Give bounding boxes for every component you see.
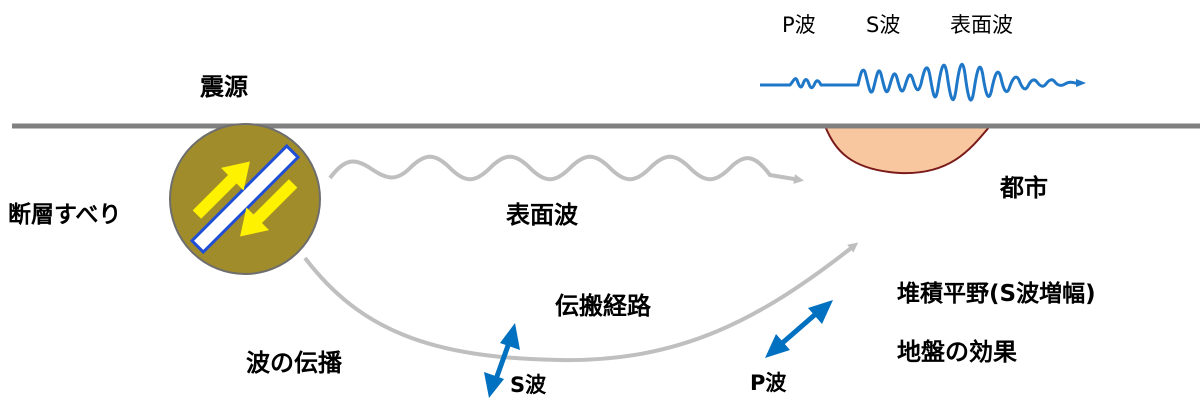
slip-arrow-down-icon [240, 179, 298, 237]
slip-arrows [192, 161, 298, 237]
propagation-path-arrow [303, 242, 859, 363]
s-wave-motion-label: S波 [510, 373, 547, 397]
hypocenter-label: 震源 [200, 73, 248, 101]
wave-propagation-label: 波の伝播 [246, 349, 342, 377]
fault-slip-label: 断層すべり [8, 202, 122, 228]
s-wave-motion-arrow-icon [484, 323, 520, 398]
sedimentary-plain-label: 堆積平野(S波増幅) [897, 281, 1096, 307]
surface-wave-arrow [328, 154, 804, 184]
p-wave-motion-arrow-icon [765, 300, 833, 358]
slip-arrow-up-icon [192, 161, 250, 219]
seismogram-s-label: S波 [866, 13, 901, 37]
seismogram-icon [760, 62, 1086, 102]
ground-effect-label: 地盤の効果 [897, 338, 1017, 366]
p-wave-motion-label: P波 [750, 371, 787, 395]
seismogram-surface-label: 表面波 [950, 13, 1013, 37]
fault-plane [189, 143, 301, 255]
surface-wave-label: 表面波 [506, 201, 578, 229]
city-label: 都市 [1000, 174, 1048, 202]
seismogram-p-label: P波 [782, 13, 816, 37]
sedimentary-basin [823, 125, 993, 175]
propagation-path-label: 伝搬経路 [555, 292, 651, 320]
